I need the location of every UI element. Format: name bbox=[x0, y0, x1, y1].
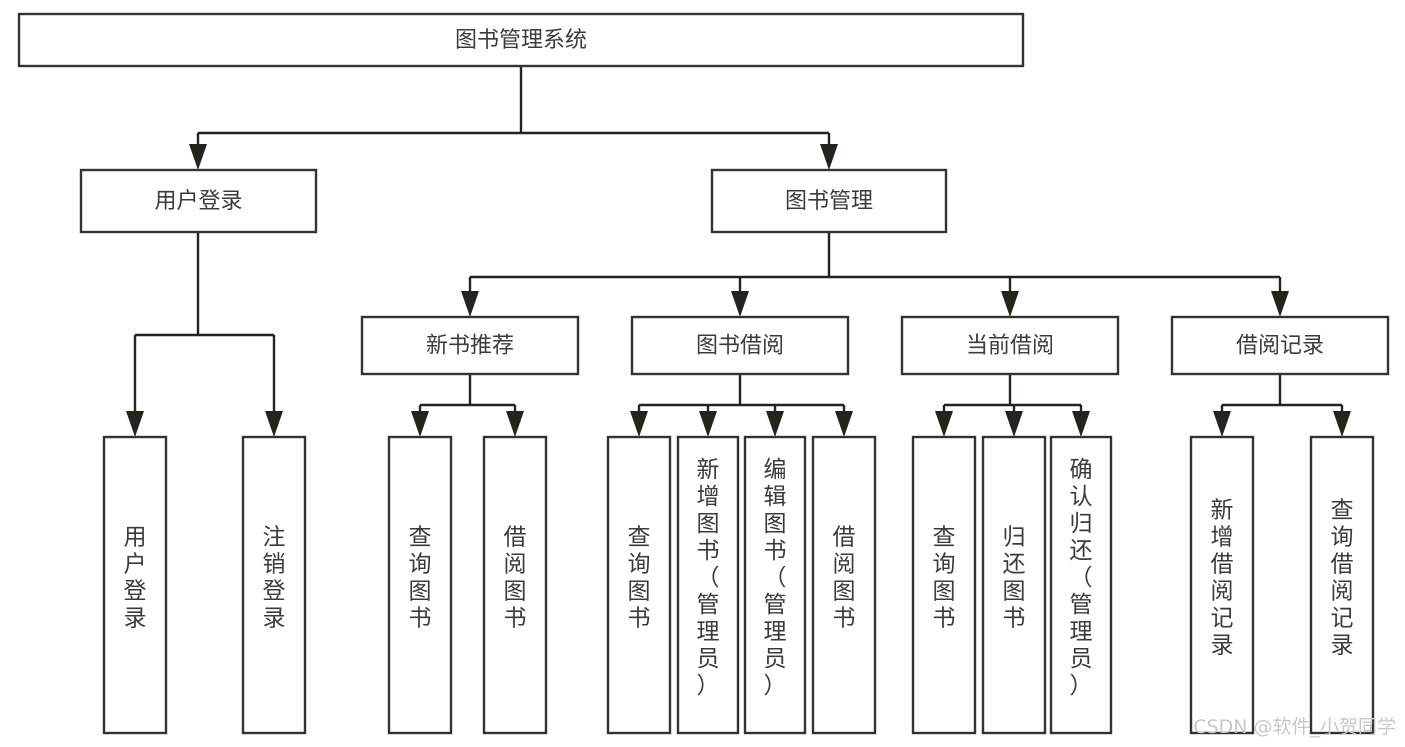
leaf-leaf-edit-book[interactable]: 编辑图书（管理员） bbox=[743, 435, 807, 735]
arrow-head-icon bbox=[820, 144, 838, 170]
edge-record-to-leaves bbox=[1213, 374, 1351, 437]
node-label: 图书管理系统 bbox=[455, 28, 587, 53]
node-label: 查询图书 bbox=[933, 525, 956, 632]
arrow-head-icon bbox=[766, 411, 784, 437]
node-new-book-recommend[interactable]: 新书推荐 bbox=[360, 315, 580, 376]
node-label: 查询图书 bbox=[409, 525, 432, 632]
node-label: 借阅图书 bbox=[833, 525, 856, 632]
node-box[interactable] bbox=[900, 315, 1120, 376]
node-box[interactable] bbox=[630, 315, 850, 376]
arrow-head-icon bbox=[461, 291, 479, 317]
connector-layer bbox=[126, 66, 1351, 437]
edge-borrow-to-leaves bbox=[630, 374, 853, 437]
node-box[interactable] bbox=[387, 435, 453, 735]
node-label: 借阅记录 bbox=[1236, 334, 1324, 359]
node-user-login[interactable]: 用户登录 bbox=[79, 168, 318, 234]
node-label: 查询图书 bbox=[628, 525, 651, 632]
edge-bookmgmt-to-level3 bbox=[461, 232, 1289, 317]
leaf-leaf-query-book-2[interactable]: 查询图书 bbox=[606, 435, 672, 735]
node-box[interactable] bbox=[981, 435, 1047, 735]
node-current-borrow[interactable]: 当前借阅 bbox=[900, 315, 1120, 376]
node-root[interactable]: 图书管理系统 bbox=[17, 12, 1025, 68]
node-label: 用户登录 bbox=[154, 189, 242, 214]
leaf-leaf-confirm-return[interactable]: 确认归还（管理员） bbox=[1049, 435, 1113, 735]
node-box[interactable] bbox=[102, 435, 168, 735]
arrow-head-icon bbox=[1271, 291, 1289, 317]
edge-recommend-to-leaves bbox=[411, 374, 524, 437]
node-label: 用户登录 bbox=[124, 525, 147, 632]
node-layer: 图书管理系统用户登录图书管理新书推荐图书借阅当前借阅借阅记录用户登录注销登录查询… bbox=[17, 12, 1390, 735]
node-box[interactable] bbox=[360, 315, 580, 376]
arrow-head-icon bbox=[630, 411, 648, 437]
arrow-head-icon bbox=[731, 291, 749, 317]
arrow-head-icon bbox=[1333, 411, 1351, 437]
arrow-head-icon bbox=[1005, 411, 1023, 437]
node-label: 查询借阅记录 bbox=[1331, 498, 1354, 659]
node-box[interactable] bbox=[1309, 435, 1375, 735]
node-book-management[interactable]: 图书管理 bbox=[710, 168, 948, 234]
node-box[interactable] bbox=[1170, 315, 1390, 376]
node-label: 借阅图书 bbox=[504, 525, 527, 632]
arrow-head-icon bbox=[126, 411, 144, 437]
leaf-leaf-logout[interactable]: 注销登录 bbox=[241, 435, 307, 735]
node-box[interactable] bbox=[17, 12, 1025, 68]
node-label: 新增图书（管理员） bbox=[697, 457, 720, 699]
node-box[interactable] bbox=[676, 435, 740, 735]
node-box[interactable] bbox=[710, 168, 948, 234]
node-label: 当前借阅 bbox=[966, 334, 1054, 359]
leaf-leaf-query-book-3[interactable]: 查询图书 bbox=[911, 435, 977, 735]
arrow-head-icon bbox=[699, 411, 717, 437]
node-box[interactable] bbox=[482, 435, 548, 735]
node-box[interactable] bbox=[241, 435, 307, 735]
node-label: 图书借阅 bbox=[696, 334, 784, 359]
node-box[interactable] bbox=[811, 435, 877, 735]
node-box[interactable] bbox=[911, 435, 977, 735]
leaf-leaf-user-login[interactable]: 用户登录 bbox=[102, 435, 168, 735]
arrow-head-icon bbox=[411, 411, 429, 437]
arrow-head-icon bbox=[935, 411, 953, 437]
leaf-leaf-borrow-book-1[interactable]: 借阅图书 bbox=[482, 435, 548, 735]
node-box[interactable] bbox=[1049, 435, 1113, 735]
leaf-leaf-query-record[interactable]: 查询借阅记录 bbox=[1309, 435, 1375, 735]
node-label: 新书推荐 bbox=[426, 334, 514, 359]
leaf-leaf-add-record[interactable]: 新增借阅记录 bbox=[1189, 435, 1255, 735]
node-label: 编辑图书（管理员） bbox=[764, 457, 787, 699]
arrow-head-icon bbox=[189, 144, 207, 170]
edge-root-to-level2 bbox=[189, 66, 838, 170]
arrow-head-icon bbox=[1001, 291, 1019, 317]
node-label: 归还图书 bbox=[1003, 525, 1026, 632]
node-label: 确认归还（管理员） bbox=[1070, 457, 1093, 699]
node-label: 图书管理 bbox=[785, 189, 873, 214]
arrow-head-icon bbox=[265, 411, 283, 437]
node-borrow-record[interactable]: 借阅记录 bbox=[1170, 315, 1390, 376]
node-label: 新增借阅记录 bbox=[1211, 498, 1234, 659]
node-label: 注销登录 bbox=[263, 525, 286, 632]
arrow-head-icon bbox=[1213, 411, 1231, 437]
leaf-leaf-return-book[interactable]: 归还图书 bbox=[981, 435, 1047, 735]
node-book-borrow[interactable]: 图书借阅 bbox=[630, 315, 850, 376]
csdn-watermark: CSDN @软件_小贺同学 bbox=[1193, 716, 1396, 738]
edge-userlogin-to-leaves bbox=[126, 232, 283, 437]
leaf-leaf-borrow-book-2[interactable]: 借阅图书 bbox=[811, 435, 877, 735]
leaf-leaf-query-book-1[interactable]: 查询图书 bbox=[387, 435, 453, 735]
arrow-head-icon bbox=[506, 411, 524, 437]
arrow-head-icon bbox=[1072, 411, 1090, 437]
node-box[interactable] bbox=[606, 435, 672, 735]
leaf-leaf-add-book[interactable]: 新增图书（管理员） bbox=[676, 435, 740, 735]
node-box[interactable] bbox=[79, 168, 318, 234]
node-box[interactable] bbox=[1189, 435, 1255, 735]
edge-current-to-leaves bbox=[935, 374, 1090, 437]
arrow-head-icon bbox=[835, 411, 853, 437]
node-box[interactable] bbox=[743, 435, 807, 735]
